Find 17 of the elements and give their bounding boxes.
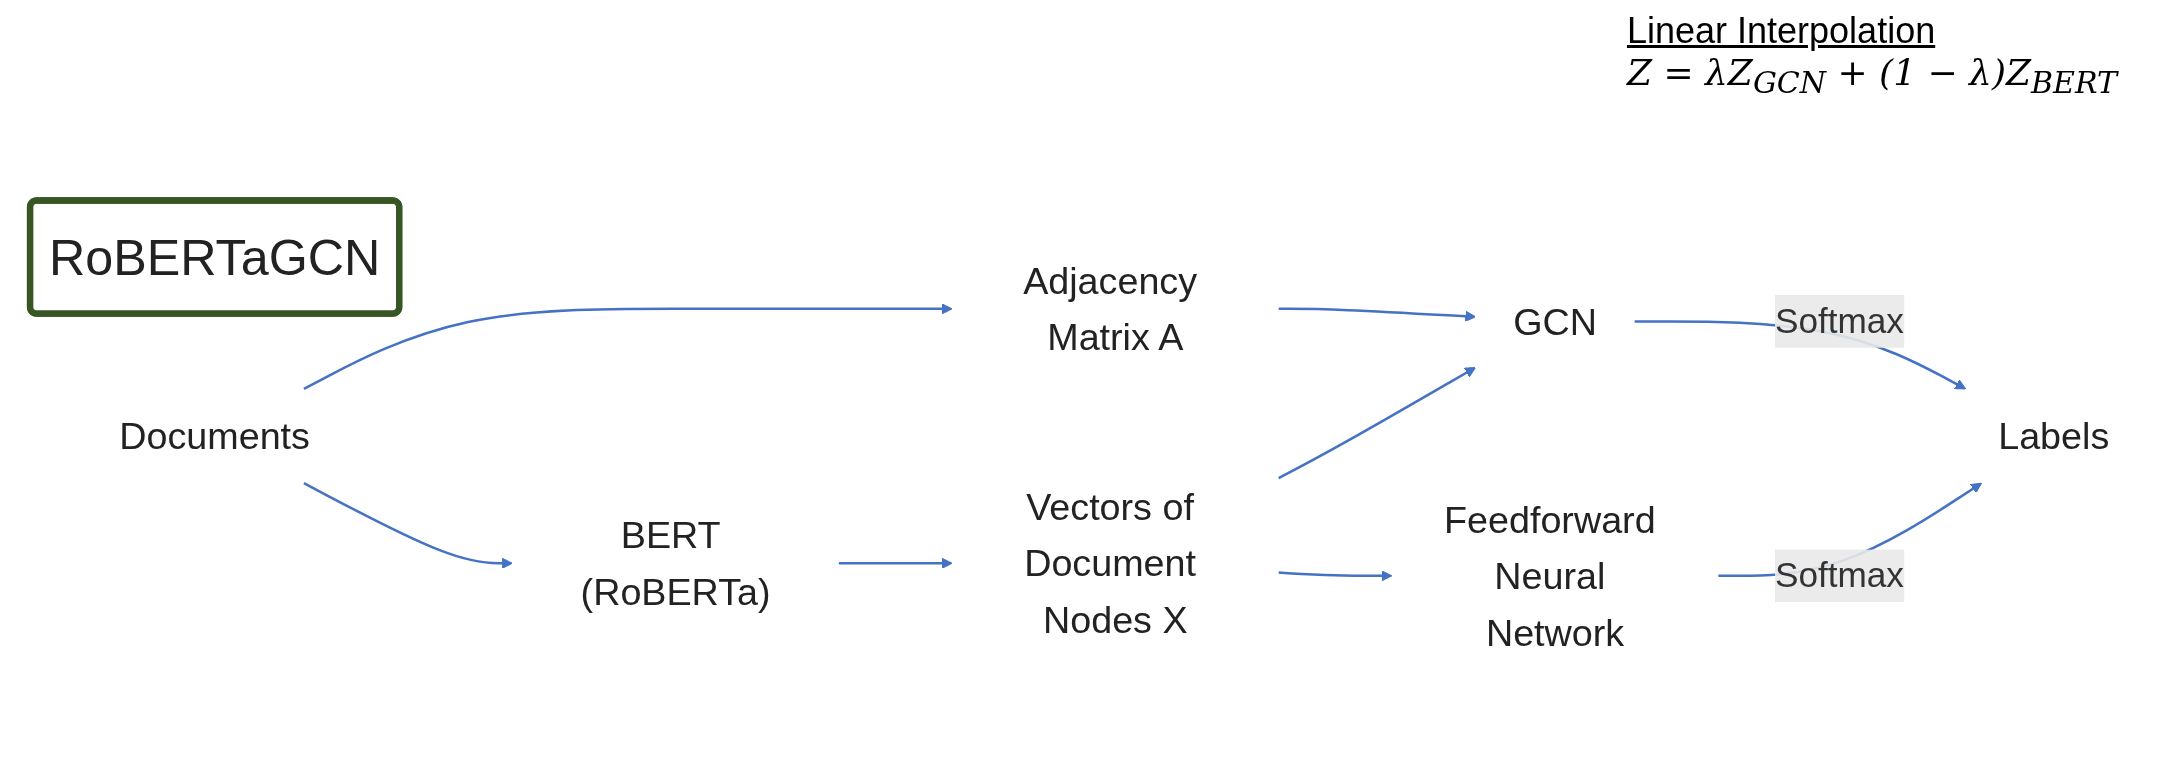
formula-text: Z = λZ$_{GCN}$ + (1 − λ)Z$_{BERT}$ — [1626, 52, 2117, 101]
arrow — [303, 482, 513, 569]
node-text: Labels — [1998, 415, 2110, 457]
arrow — [1278, 307, 1476, 322]
edge-label: Softmax — [1774, 555, 1904, 595]
node-text: Adjacency Matrix A — [1023, 259, 1198, 358]
node-text: GCN — [1513, 300, 1597, 343]
edge-label: Softmax — [1774, 301, 1904, 341]
arrow — [303, 303, 953, 391]
node-text: Documents — [119, 415, 310, 457]
note-heading: Linear Interpolation — [1626, 10, 1937, 52]
node-text: Vectors of Document Nodes X — [1024, 486, 1196, 641]
arrow — [1278, 366, 1476, 480]
arrow — [838, 557, 953, 569]
node-text: BERT (RoBERTa) — [580, 514, 771, 613]
arrow — [1278, 570, 1393, 582]
node-text: Feedforward Neural Network — [1444, 498, 1656, 654]
